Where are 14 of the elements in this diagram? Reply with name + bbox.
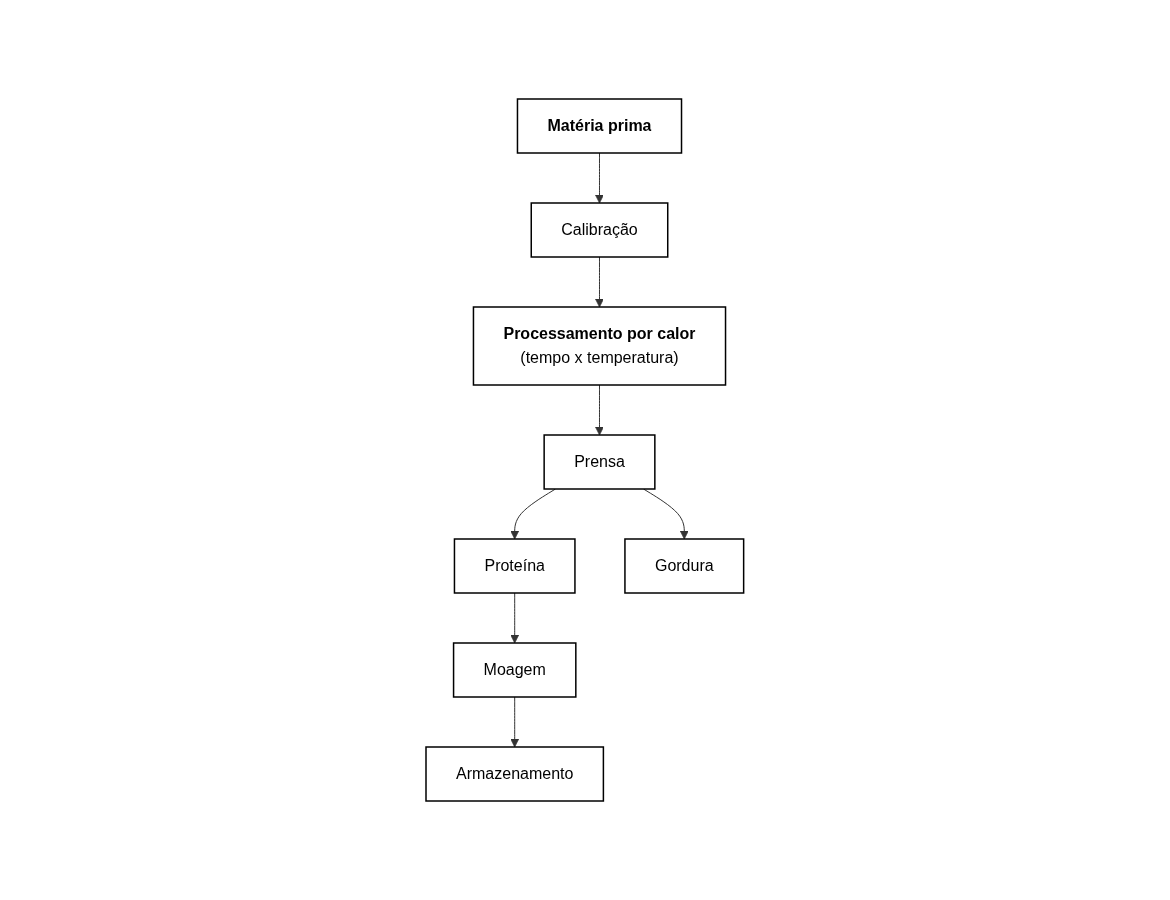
arrow bbox=[510, 592, 520, 644]
arrow bbox=[510, 696, 520, 748]
arrow bbox=[643, 488, 689, 540]
arrow bbox=[595, 256, 605, 308]
node-box: Prensa bbox=[543, 434, 656, 490]
node-box: Proteína bbox=[453, 538, 576, 594]
node-box: Moagem bbox=[453, 642, 577, 698]
node-box: Processamento por calor (tempo x temperatura) bbox=[472, 306, 727, 386]
arrow bbox=[595, 152, 605, 204]
node-box: Gordura bbox=[624, 538, 745, 594]
node-box: Armazenamento bbox=[425, 746, 605, 802]
node-box: Calibração bbox=[530, 202, 669, 258]
arrow bbox=[595, 384, 605, 436]
node-box: Matéria prima bbox=[516, 98, 683, 154]
